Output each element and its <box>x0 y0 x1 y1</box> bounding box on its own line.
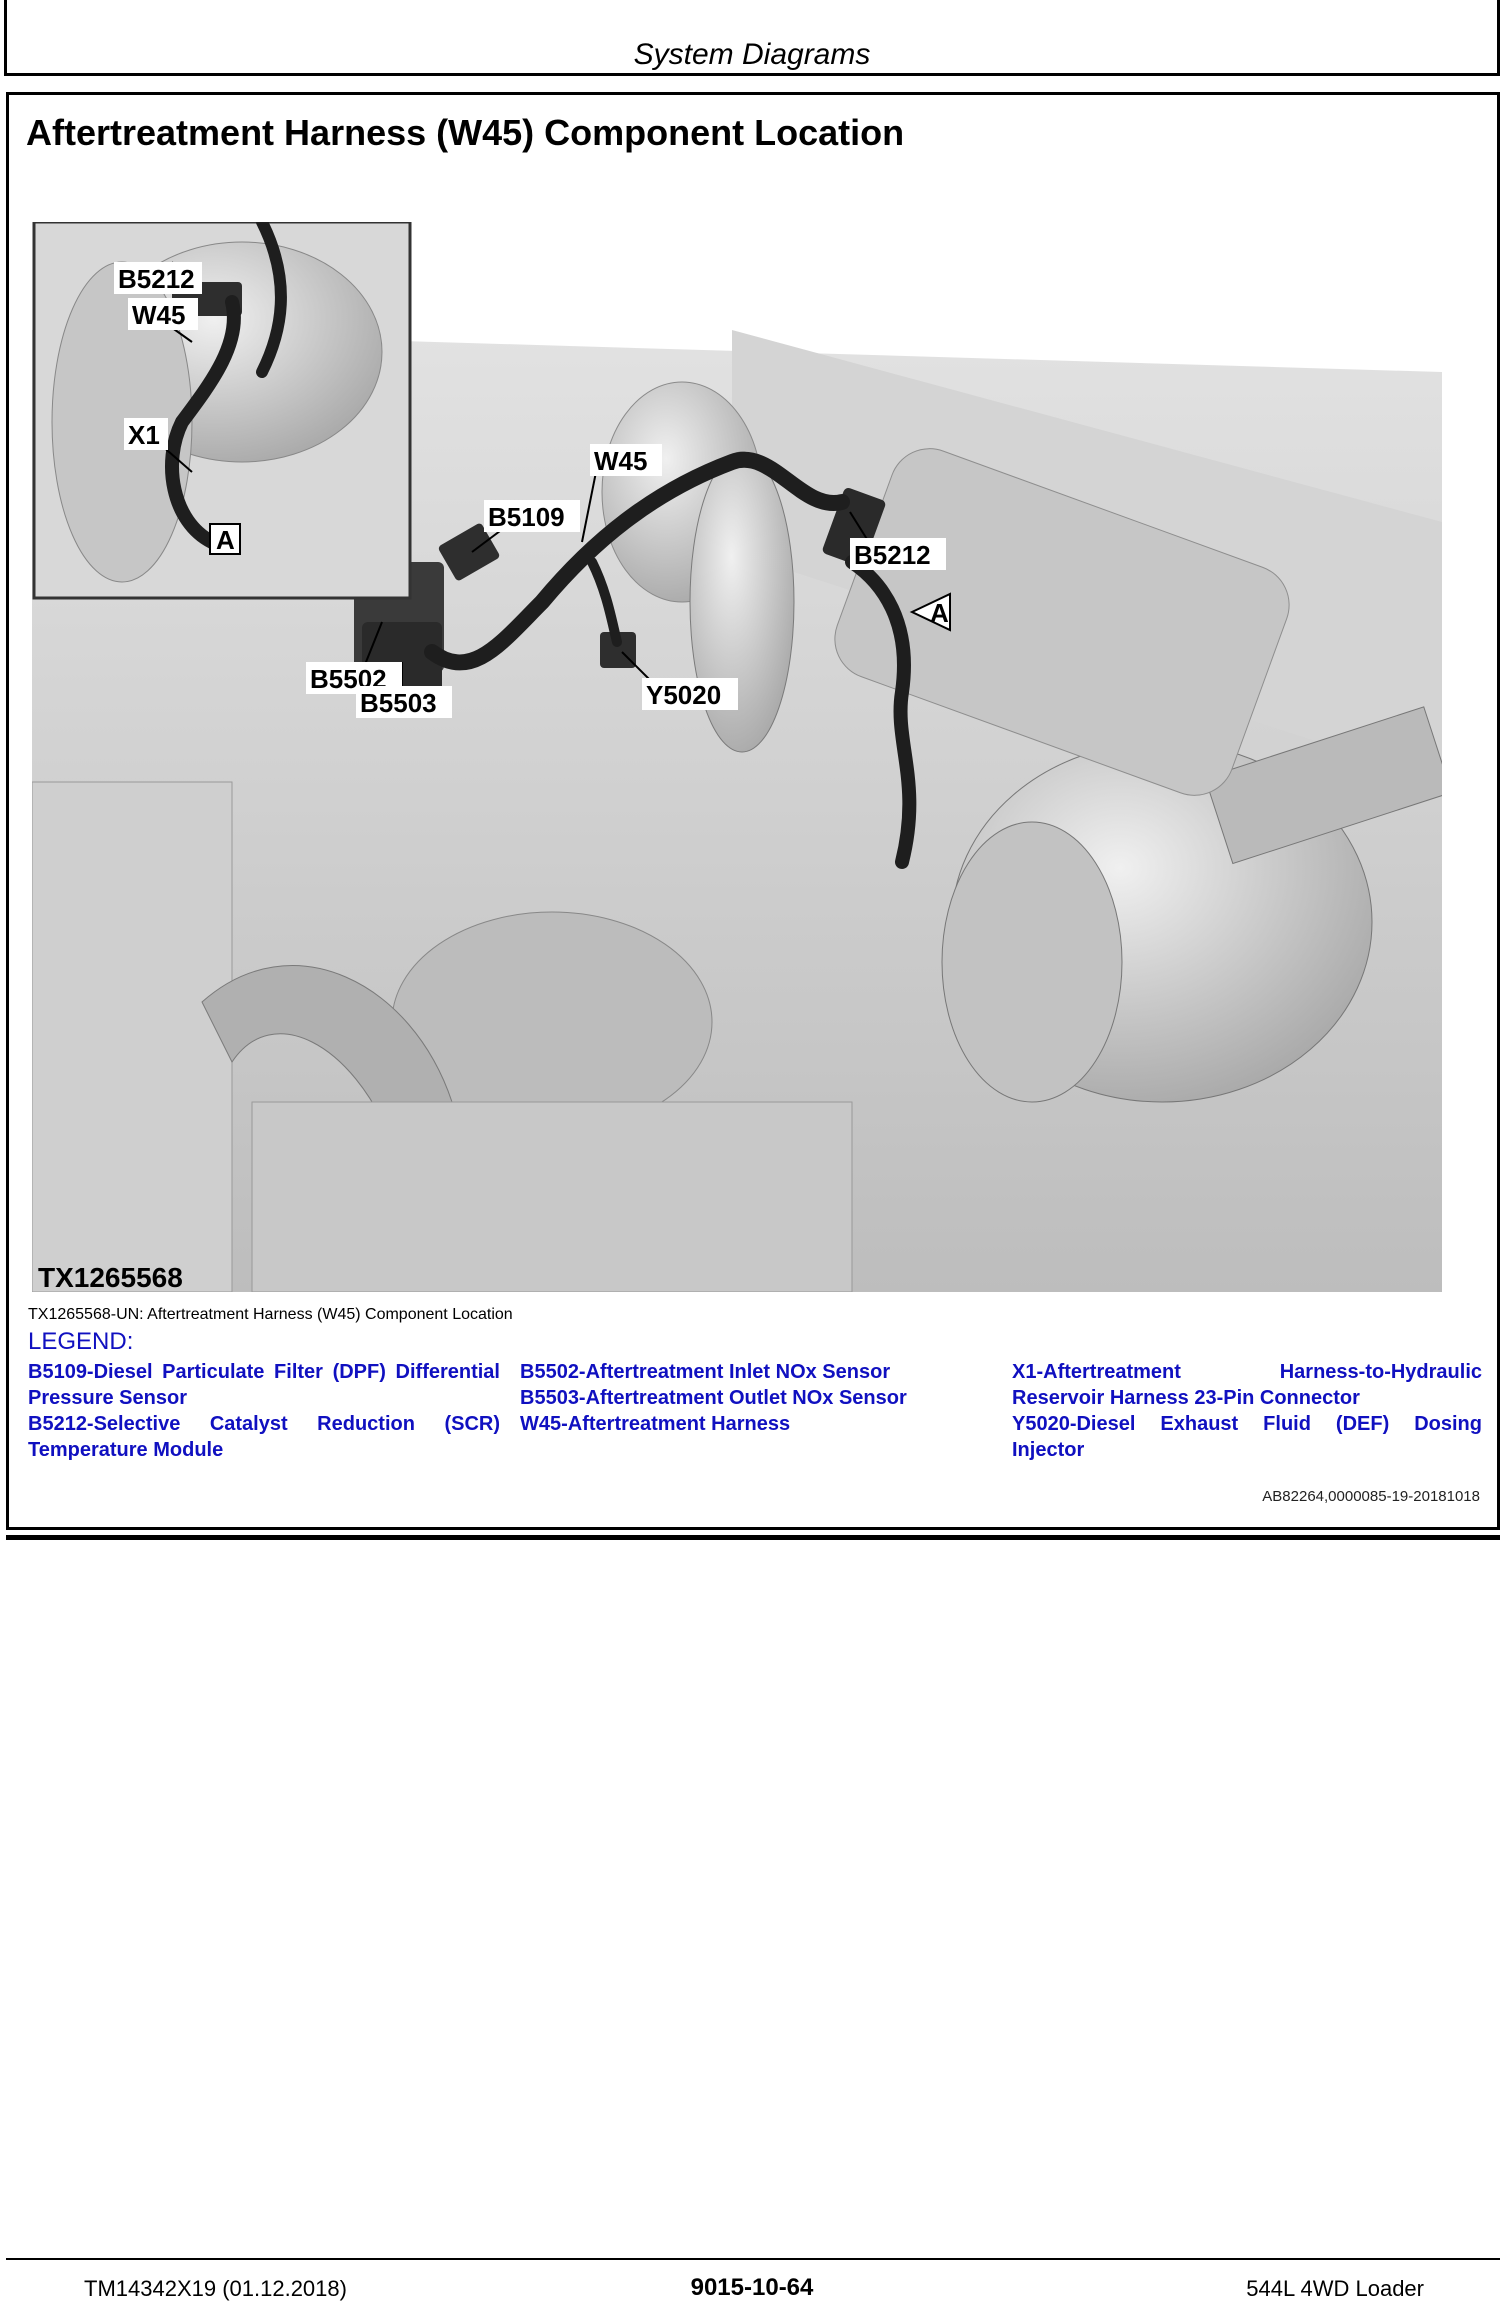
b5109-sensor <box>438 523 500 581</box>
page-header: System Diagrams <box>4 0 1500 76</box>
inset-harness <box>165 295 241 549</box>
view-marker-box <box>209 523 241 555</box>
legend-item: B5109-Diesel Particulate Filter (DPF) Di… <box>28 1361 500 1409</box>
legend-column-1: B5109-Diesel Particulate Filter (DPF) Di… <box>28 1359 500 1463</box>
page-title: Aftertreatment Harness (W45) Component L… <box>26 112 905 153</box>
footer-page-number: 9015-10-64 <box>690 2274 814 2301</box>
legend-item: X1-Aftertreatment Harness-to-Hydraulic R… <box>1012 1361 1482 1409</box>
legend-item: B5503-Aftertreatment Outlet NOx Sensor <box>520 1387 907 1409</box>
left-panel <box>32 781 233 1292</box>
legend-column-2: B5502-Aftertreatment Inlet NOx Sensor B5… <box>520 1359 980 1437</box>
footer-manual: TM14342X19 (01.12.2018) <box>84 2276 347 2301</box>
callout-b5212-detail: B5212 <box>118 264 195 294</box>
section-title: System Diagrams <box>633 38 871 71</box>
document-reference: AB82264,0000085-19-20181018 <box>1262 1488 1480 1505</box>
view-marker-label: A <box>216 525 235 555</box>
figure-id: TX1265568 <box>38 1262 183 1293</box>
inset-harness-upper <box>256 222 287 378</box>
callout-b5503: B5503 <box>360 688 437 718</box>
legend-column-3: X1-Aftertreatment Harness-to-Hydraulic R… <box>1012 1359 1482 1463</box>
y5020-injector <box>600 632 636 668</box>
view-marker-arrow-label: A <box>930 598 949 628</box>
callout-b5109: B5109 <box>488 502 565 532</box>
callout-w45: W45 <box>594 446 647 476</box>
component-location-illustration: B5212 W45 X1 W45 B5109 B5212 B5502 B5503… <box>32 222 1442 1292</box>
w45-harness <box>424 451 850 671</box>
dpf-end <box>941 821 1123 1103</box>
content-frame <box>6 92 1500 1530</box>
callout-b5212: B5212 <box>854 540 931 570</box>
callout-labels: B5212 W45 X1 W45 B5109 B5212 B5502 B5503… <box>114 262 946 718</box>
w45-branch-scr <box>845 555 917 869</box>
view-marker-arrow <box>909 592 951 632</box>
legend-item: W45-Aftertreatment Harness <box>520 1413 791 1435</box>
figure-caption: TX1265568-UN: Aftertreatment Harness (W4… <box>28 1306 513 1323</box>
legend-item: B5212-Selective Catalyst Reduction (SCR)… <box>28 1413 500 1461</box>
legend-heading: LEGEND: <box>28 1328 134 1355</box>
section-divider <box>6 1535 1500 1540</box>
engine-block <box>251 1101 853 1292</box>
callout-y5020: Y5020 <box>646 680 721 710</box>
callout-x1-detail: X1 <box>128 420 160 450</box>
legend-item: Y5020-Diesel Exhaust Fluid (DEF) Dosing … <box>1012 1413 1482 1461</box>
callout-w45-detail: W45 <box>132 300 185 330</box>
footer-model: 544L 4WD Loader <box>1246 2276 1424 2301</box>
legend-item: B5502-Aftertreatment Inlet NOx Sensor <box>520 1361 891 1383</box>
footer-rule <box>6 2258 1500 2260</box>
w45-branch-def <box>587 557 622 647</box>
dpf-bracket <box>1204 706 1442 865</box>
